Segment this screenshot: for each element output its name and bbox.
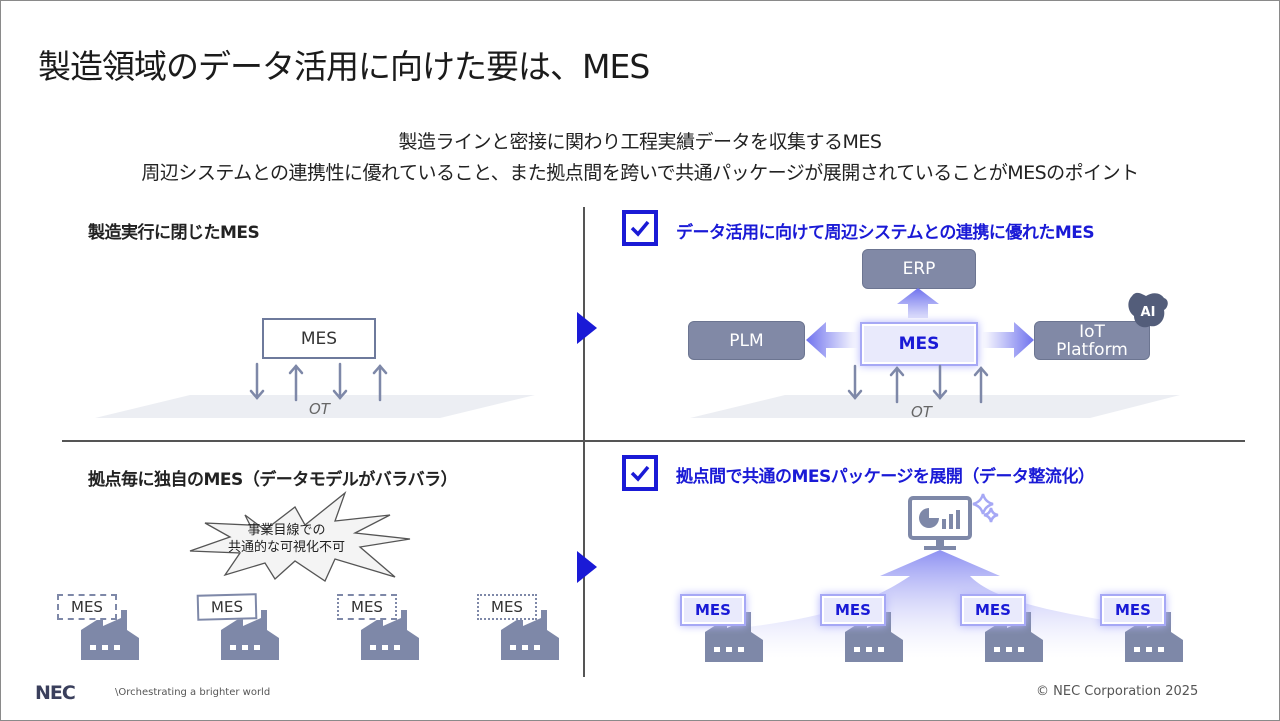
iot-label: IoT	[1079, 321, 1105, 342]
nec-logo: NEC	[35, 683, 76, 701]
ot-label: OT	[911, 403, 932, 421]
monitor-chart-icon	[908, 493, 999, 550]
burst-line-2: 共通的な可視化不可	[228, 540, 346, 555]
subtitle-line-1: 製造ラインと密接に関わり工程実績データを収集するMES	[398, 131, 882, 153]
common-factory: MES	[960, 592, 1055, 662]
ot-label: OT	[309, 400, 330, 418]
mes-label-box: MES	[57, 594, 117, 620]
factory-icon	[845, 612, 903, 662]
common-factory: MES	[820, 592, 915, 662]
common-factory: MES	[1100, 592, 1195, 662]
io-arrows	[249, 362, 388, 402]
isolated-factory: MES	[477, 590, 567, 660]
factory-icon	[1125, 612, 1183, 662]
isolated-factory: MES	[337, 590, 427, 660]
heading-common-package: 拠点間で共通のMESパッケージを展開（データ整流化）	[676, 467, 1095, 487]
heading-linked-mes: データ活用に向けて周辺システムとの連携に優れたMES	[676, 223, 1095, 243]
slide-title: 製造領域のデータ活用に向けた要は、MES	[38, 47, 650, 86]
isolated-factory: MES	[57, 590, 147, 660]
mes-label-box: MES	[962, 596, 1024, 624]
mes-box-highlighted: MES	[862, 324, 976, 364]
iot-platform-box: IoT Platform	[1034, 321, 1150, 360]
heading-isolated-mes: 拠点毎に独自のMES（データモデルがバラバラ）	[88, 470, 458, 490]
tagline: \Orchestrating a brighter world	[115, 687, 271, 698]
factory-icon	[705, 612, 763, 662]
factory-icon	[501, 610, 559, 660]
mes-label-box: MES	[1102, 596, 1164, 624]
ot-floor	[690, 395, 1180, 418]
factory-icon	[985, 612, 1043, 662]
data-flow-fan	[720, 550, 1160, 658]
mes-label-box: MES	[337, 594, 397, 620]
mes-box: MES	[262, 318, 376, 359]
nec-logo-text: NEC	[35, 683, 75, 701]
mes-label-box: MES	[196, 593, 258, 621]
mes-label-box: MES	[477, 594, 537, 620]
subtitle-line-2: 周辺システムとの連携性に優れていること、また拠点間を跨いで共通パッケージが展開さ…	[141, 162, 1139, 184]
copyright: © NEC Corporation 2025	[1036, 684, 1199, 699]
plm-box: PLM	[688, 321, 805, 360]
burst-shape	[189, 491, 411, 582]
mes-label-box: MES	[682, 596, 744, 624]
burst-message: 事業目線での 共通的な可視化不可	[228, 522, 345, 556]
flow-arrows	[806, 288, 1034, 358]
checkbox-checked-icon	[622, 210, 658, 246]
factory-icon	[81, 610, 139, 660]
common-factory: MES	[680, 592, 775, 662]
checkbox-checked-icon	[622, 455, 658, 491]
io-arrows	[847, 364, 989, 404]
horizontal-divider	[62, 440, 1245, 442]
ai-badge-label: AI	[1141, 305, 1156, 320]
platform-label: Platform	[1056, 339, 1128, 360]
factory-icon	[221, 610, 279, 660]
isolated-factory: MES	[196, 590, 287, 660]
heading-closed-mes: 製造実行に閉じたMES	[88, 223, 260, 243]
mes-label-box: MES	[822, 596, 884, 624]
ai-badge-icon: AI	[1128, 292, 1168, 328]
burst-line-1: 事業目線での	[247, 523, 326, 538]
ot-floor	[95, 395, 535, 418]
erp-box: ERP	[862, 249, 976, 289]
arrow-right-icon	[577, 312, 597, 344]
vertical-divider	[583, 207, 585, 677]
arrow-right-icon	[577, 551, 597, 583]
factory-icon	[361, 610, 419, 660]
